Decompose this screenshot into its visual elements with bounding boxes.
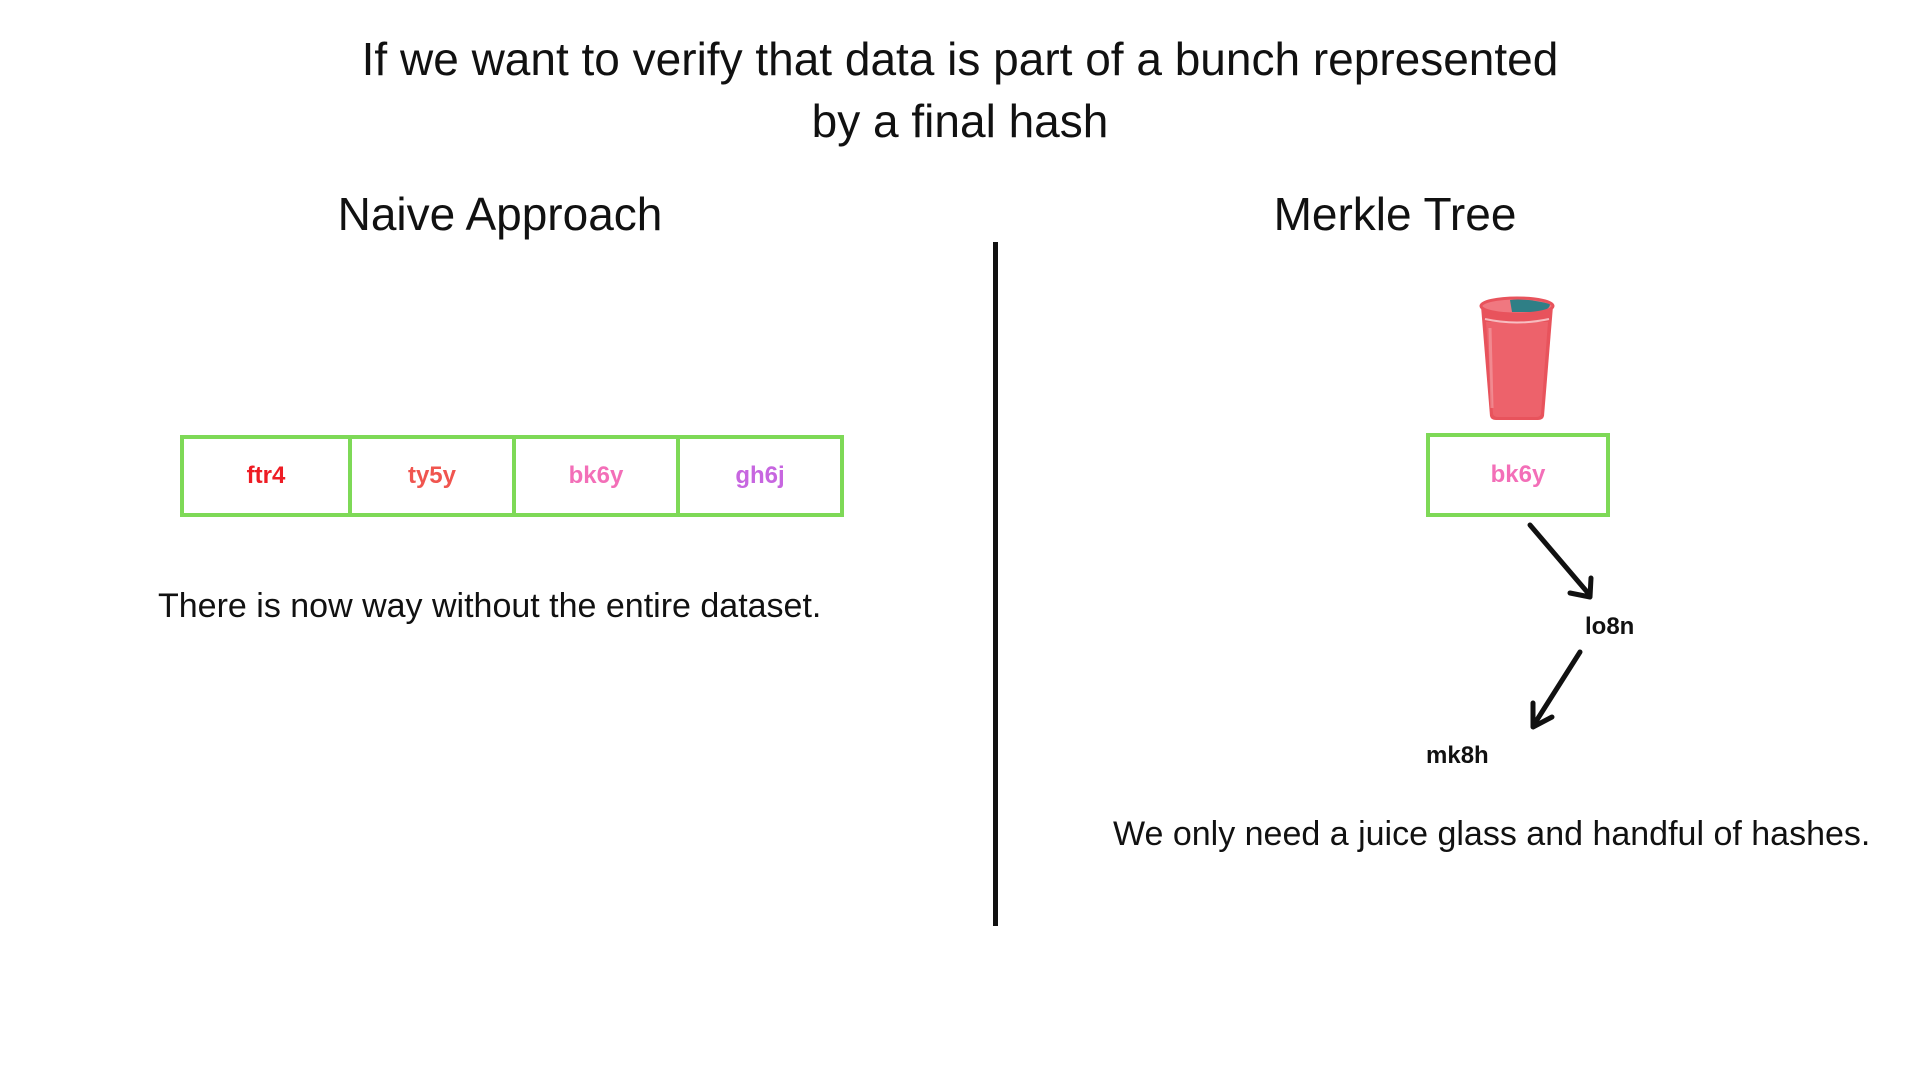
merkle-caption: We only need a juice glass and handful o… xyxy=(1113,815,1871,853)
naive-hash-row: ftr4 ty5y bk6y gh6j xyxy=(180,435,844,517)
arrow-lo8n-to-mk8h xyxy=(1530,649,1583,730)
hash-cell-ty5y: ty5y xyxy=(348,439,512,513)
naive-caption: There is now way without the entire data… xyxy=(158,587,822,625)
hash-cell-ftr4: ftr4 xyxy=(246,462,286,489)
naive-approach-heading: Naive Approach xyxy=(337,188,663,240)
merkle-root-hash-box: bk6y xyxy=(1426,433,1610,517)
page-title: If we want to verify that data is part o… xyxy=(0,28,1920,152)
proof-hash-lo8n: lo8n xyxy=(1585,613,1635,640)
juice-glass-icon xyxy=(1479,296,1555,420)
section-divider xyxy=(993,242,998,926)
arrow-root-to-lo8n xyxy=(1527,522,1594,600)
merkle-tree-heading: Merkle Tree xyxy=(1273,188,1517,240)
proof-hash-mk8h: mk8h xyxy=(1426,742,1489,769)
title-line-1: If we want to verify that data is part o… xyxy=(361,33,1559,85)
hash-cell-bk6y: bk6y xyxy=(512,439,676,513)
hash-cell-gh6j: gh6j xyxy=(676,439,840,513)
title-line-2: by a final hash xyxy=(811,95,1109,147)
